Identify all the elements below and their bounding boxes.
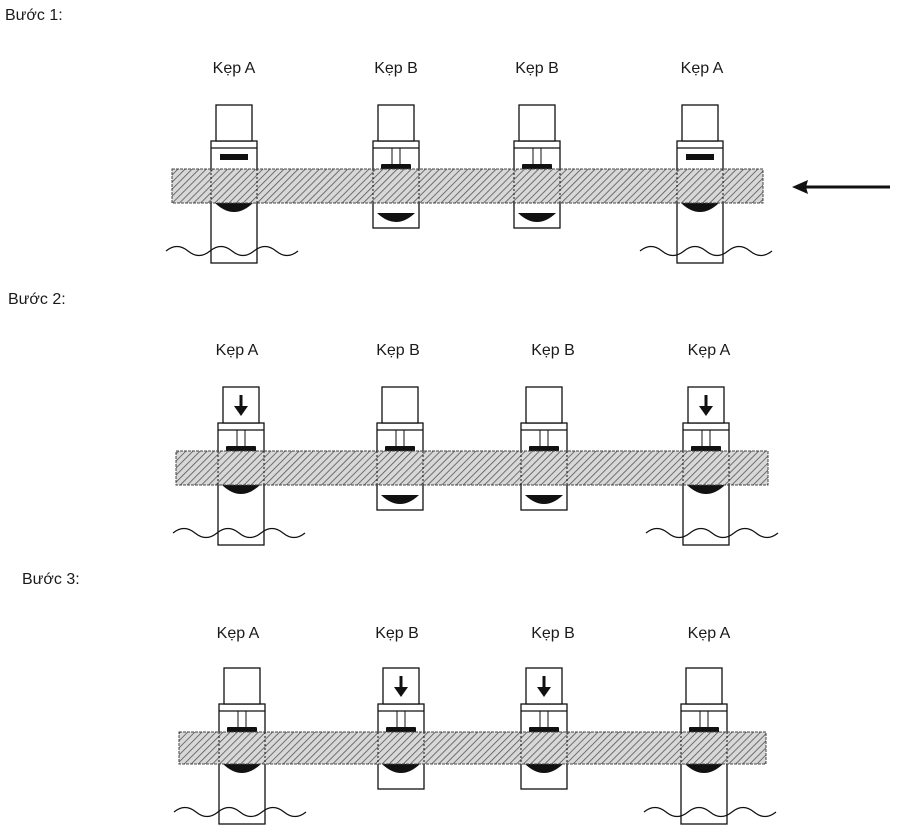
step-1-clamp-4-label: Kẹp A (680, 60, 724, 77)
clamp-piston-cap (377, 104, 415, 142)
step-1-clamp-2-label: Kẹp B (374, 60, 418, 77)
step-3-clamp-3-label: Kẹp B (531, 625, 575, 642)
clamp-piston-cap (525, 667, 563, 705)
lower-jaw (381, 495, 419, 504)
clamp-piston-cap (525, 386, 563, 424)
step-1-clamp-1-label: Kẹp A (212, 60, 256, 77)
lower-jaw (525, 495, 563, 504)
clamp-piston-cap (215, 104, 253, 142)
step-1-workpiece-bar (171, 168, 764, 204)
feed-direction-arrowhead-icon (792, 180, 808, 194)
step-2-clamp-4-label: Kẹp A (687, 342, 731, 359)
step-3-clamp-1 (173, 667, 307, 825)
lower-jaw (518, 213, 556, 222)
step-2-workpiece-bar (175, 450, 769, 486)
down-arrow-head-icon (234, 406, 248, 416)
ground-line (172, 527, 306, 539)
down-arrow-head-icon (537, 687, 551, 697)
lower-jaw (525, 764, 563, 773)
step-3-clamp-3 (520, 667, 568, 790)
step-2-clamp-2 (376, 386, 424, 511)
lower-jaw (223, 764, 261, 773)
step-1-label: Bước 1: (5, 7, 63, 24)
clamp-piston-cap (223, 667, 261, 705)
ground-line (173, 806, 307, 818)
upper-pad (220, 154, 248, 160)
ground-line (639, 245, 773, 257)
step-1-clamp-3 (513, 104, 561, 229)
ground-line (165, 245, 299, 257)
lower-jaw (685, 764, 723, 773)
down-arrow-head-icon (394, 687, 408, 697)
step-1-clamp-3-label: Kẹp B (515, 60, 559, 77)
step-1-clamp-2 (372, 104, 420, 229)
step-1-clamp-4 (639, 104, 773, 264)
lower-jaw (215, 203, 253, 212)
step-3-label: Bước 3: (22, 571, 80, 588)
clamp-piston-cap (685, 667, 723, 705)
clamp-piston-cap (518, 104, 556, 142)
clamp-piston-cap (681, 104, 719, 142)
step-2-clamp-1-label: Kẹp A (215, 342, 259, 359)
step-2-clamp-3 (520, 386, 568, 511)
ground-line (645, 527, 779, 539)
step-2-clamp-1 (172, 386, 306, 546)
step-3-clamp-2 (377, 667, 425, 790)
step-3-group (173, 667, 777, 825)
step-3-workpiece-bar (178, 731, 767, 765)
step-2-label: Bước 2: (8, 291, 66, 308)
step-1-group (165, 104, 890, 264)
lower-jaw (222, 485, 260, 494)
step-2-clamp-2-label: Kẹp B (376, 342, 420, 359)
lower-jaw (377, 213, 415, 222)
upper-pad (686, 154, 714, 160)
step-3-clamp-2-label: Kẹp B (375, 625, 419, 642)
lower-jaw (687, 485, 725, 494)
clamp-piston-cap (381, 386, 419, 424)
lower-jaw (681, 203, 719, 212)
step-3-clamp-4-label: Kẹp A (687, 625, 731, 642)
down-arrow-head-icon (699, 406, 713, 416)
step-3-clamp-1-label: Kẹp A (216, 625, 260, 642)
step-2-clamp-3-label: Kẹp B (531, 342, 575, 359)
lower-jaw (382, 764, 420, 773)
ground-line (643, 806, 777, 818)
step-2-group (172, 386, 779, 546)
clamp-piston-cap (687, 386, 725, 424)
